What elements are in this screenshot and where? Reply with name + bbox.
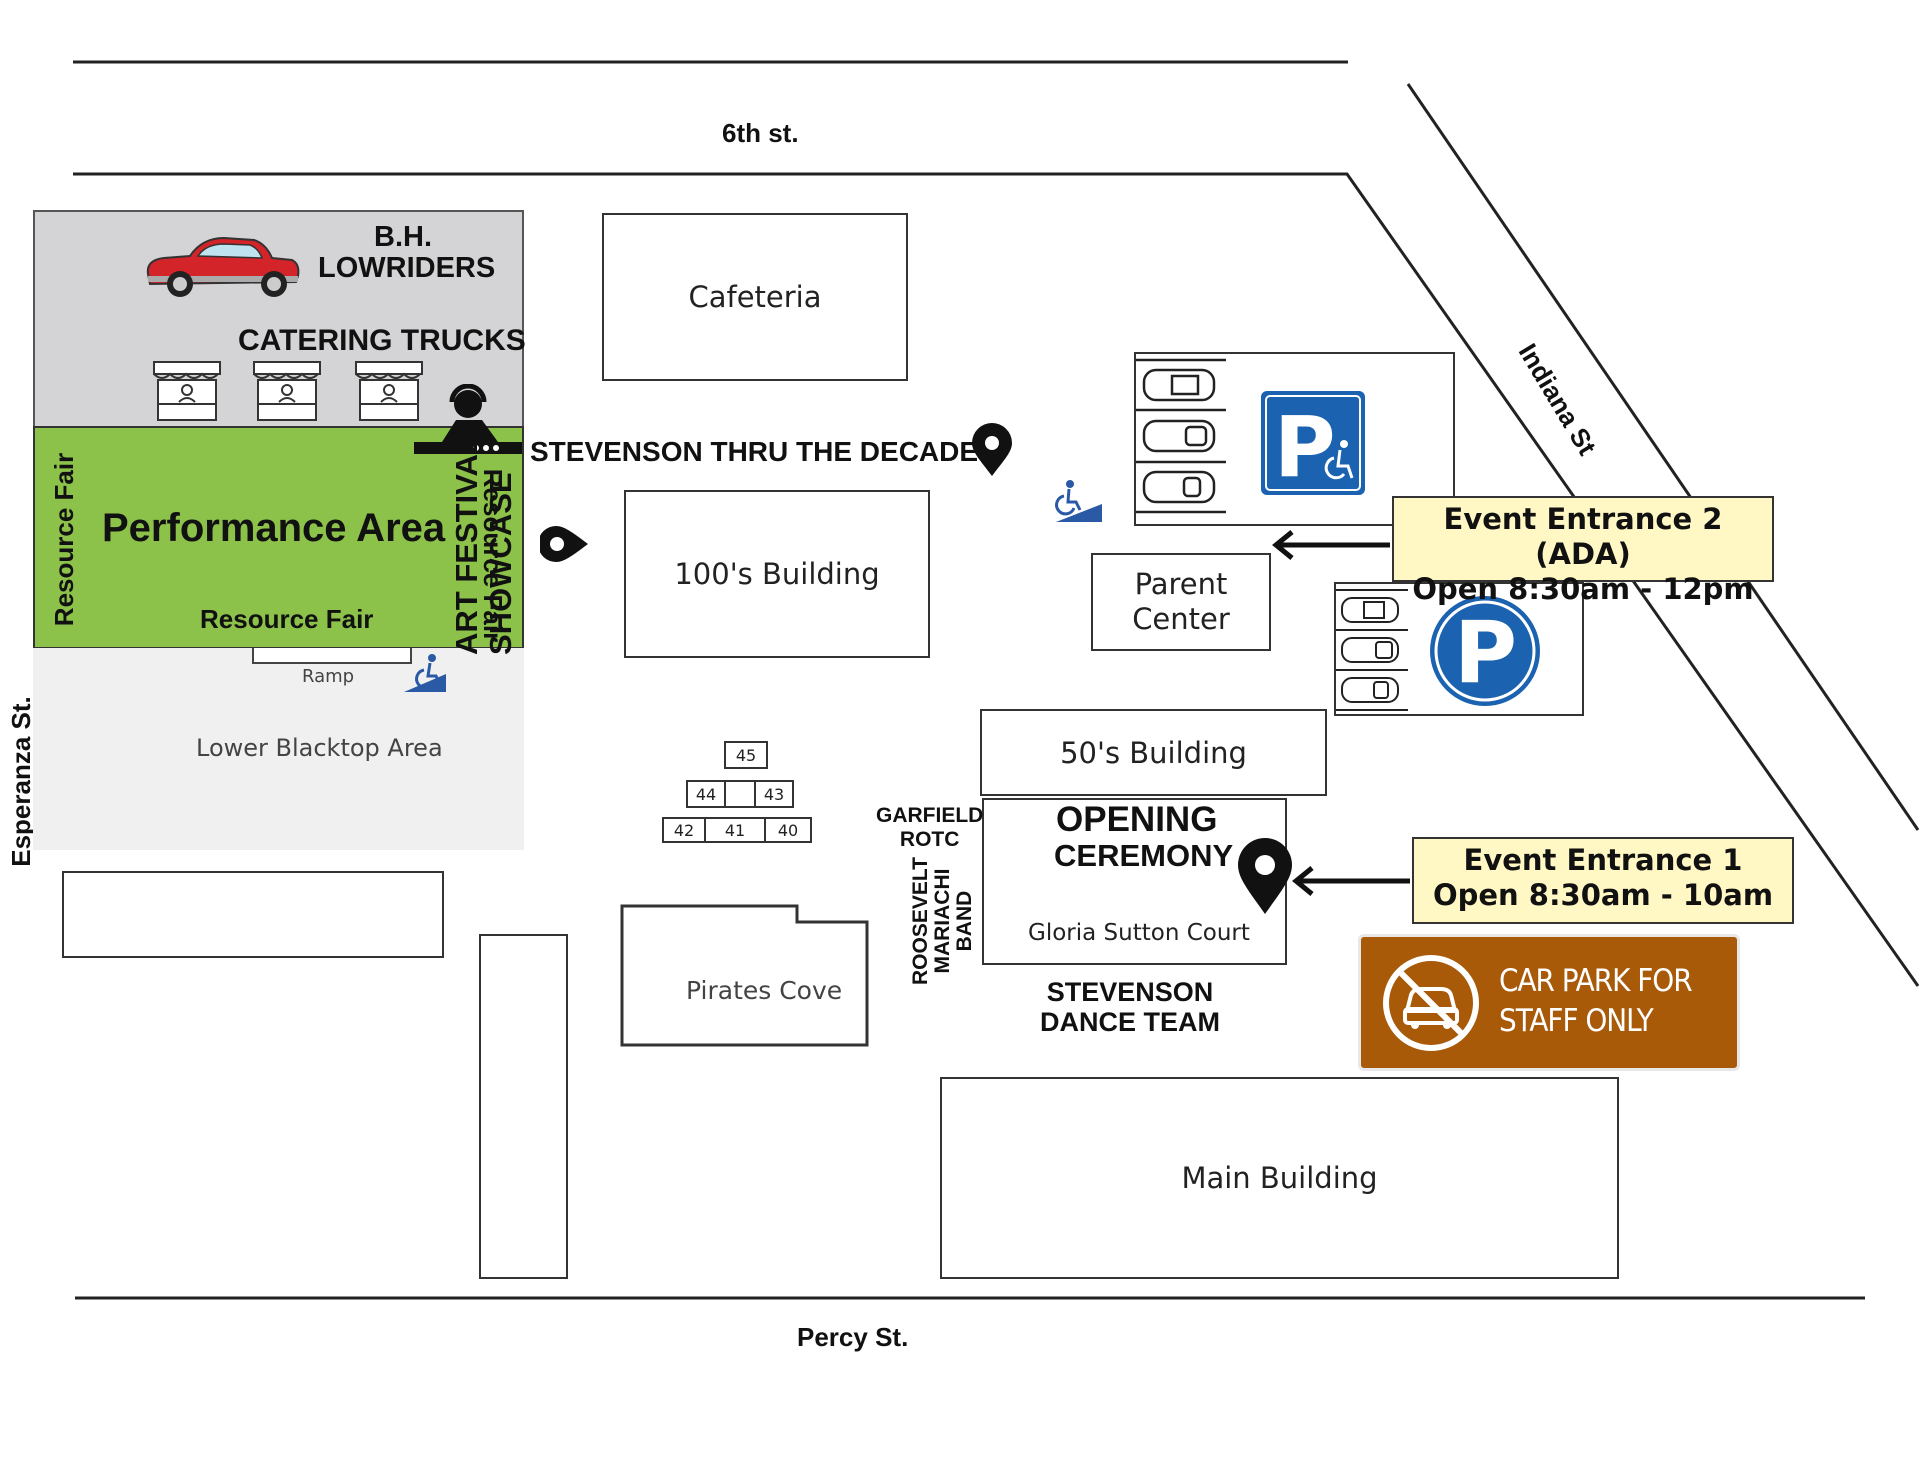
decades-label: STEVENSON THRU THE DECADES (530, 436, 997, 467)
parked-cars (1336, 589, 1408, 711)
lower-blacktop-label: Lower Blacktop Area (196, 734, 443, 762)
staff-parking-line2: STAFF ONLY (1499, 1003, 1654, 1039)
room-43: 43 (754, 780, 794, 808)
arrow-left-icon (1272, 530, 1390, 560)
cafeteria-label: Cafeteria (688, 280, 822, 314)
entrance-2-title: Event Entrance 2 (ADA) (1443, 502, 1723, 571)
opening-label: OPENING (1056, 800, 1218, 839)
arrow-left-icon (1292, 866, 1410, 896)
main-building-label: Main Building (1181, 1161, 1378, 1195)
room-42: 42 (662, 817, 706, 843)
pirates-cove-building (620, 904, 869, 1047)
room-44: 44 (686, 780, 726, 808)
fifties-building: 50's Building (980, 709, 1327, 796)
staff-parking-sign: CAR PARK FOR STAFF ONLY (1358, 934, 1740, 1071)
resource-fair-left-label: Resource Fair (49, 452, 80, 627)
entrance-1-hours: Open 8:30am - 10am (1432, 878, 1774, 912)
south-portable-building (479, 934, 568, 1279)
map-pin-icon (1238, 838, 1292, 914)
performance-zone (33, 426, 524, 649)
art-festival-label: ART FESTIVAL SHOWCASE (449, 435, 518, 655)
resource-fair-bottom-label: Resource Fair (200, 604, 374, 634)
dance-team-label: STEVENSON DANCE TEAM (1040, 977, 1220, 1037)
hundreds-building-label: 100's Building (674, 557, 880, 591)
ceremony-label: CEREMONY (1054, 838, 1234, 873)
6th-street-south-curb (73, 172, 1920, 987)
entrance-2-hours: Open 8:30am - 12pm (1412, 572, 1754, 606)
parking-icon: P (1430, 596, 1540, 706)
entrance-1-title: Event Entrance 1 (1463, 843, 1743, 877)
map-pin-icon (540, 526, 588, 562)
gloria-sutton-court-label: Gloria Sutton Court (1028, 920, 1250, 946)
fifties-building-label: 50's Building (1060, 735, 1247, 770)
hundreds-building: 100's Building (624, 490, 930, 658)
lowriders-label: B.H. LOWRIDERS (318, 221, 496, 284)
main-building: Main Building (940, 1077, 1619, 1279)
entrance-1-callout: Event Entrance 1 Open 8:30am - 10am (1412, 837, 1794, 924)
wheelchair-ramp-icon (1055, 480, 1102, 522)
wheelchair-ramp-icon (404, 654, 446, 692)
parked-cars (1136, 358, 1226, 514)
car-icon (146, 236, 300, 297)
indiana-street-curb (1406, 83, 1920, 831)
map-pin-icon (972, 423, 1012, 476)
west-portable-building (62, 871, 444, 958)
svg-text:P: P (1274, 398, 1336, 496)
street-6th: 6th st. (722, 118, 799, 148)
gloria-sutton-court (982, 798, 1287, 965)
no-car-icon (1383, 955, 1479, 1051)
parent-center-label: Parent Center (1132, 567, 1230, 636)
parent-center-building: Parent Center (1091, 553, 1271, 651)
catering-trucks-label: CATERING TRUCKS (238, 324, 526, 357)
room-45: 45 (724, 741, 768, 769)
room-41: 41 (704, 817, 766, 843)
room-40: 40 (764, 817, 812, 843)
dj-icon (414, 384, 522, 454)
food-stall-icon (153, 361, 423, 421)
performance-area-label: Performance Area (102, 506, 446, 550)
staff-parking-line1: CAR PARK FOR (1499, 963, 1693, 999)
ramp-label: Ramp (302, 666, 355, 687)
accessible-parking-icon: P (1261, 391, 1365, 496)
room-blank (724, 780, 756, 808)
garfield-rotc-label: GARFIELD ROTC (876, 804, 984, 851)
svg-text:P: P (1454, 603, 1517, 703)
pirates-cove-label: Pirates Cove (686, 976, 843, 1005)
street-percy: Percy St. (797, 1322, 909, 1352)
roosevelt-mariachi-label: ROOSEVELT MARIACHI BAND (909, 857, 976, 985)
ramp (252, 648, 412, 664)
entrance-2-callout: Event Entrance 2 (ADA) Open 8:30am - 12p… (1392, 496, 1774, 606)
cafeteria-building: Cafeteria (602, 213, 908, 381)
